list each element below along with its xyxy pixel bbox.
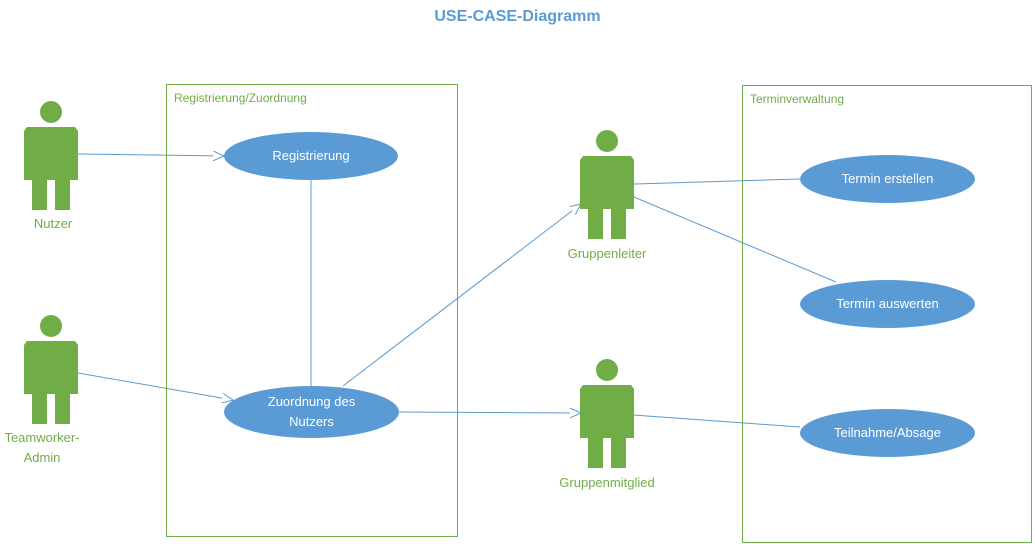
connector-gruppenleiter-to-termin_erstellen [633, 178, 801, 185]
actor-nutzer-icon[interactable] [24, 100, 78, 210]
connector-zuordnung-to-gruppenmitglied [398, 412, 581, 413]
usecase-label-teilnahme: Teilnahme/Absage [834, 425, 941, 440]
actor-teamworker-admin-icon[interactable] [24, 314, 78, 424]
system-boundary-registrierung: Registrierung/Zuordnung [166, 84, 458, 537]
actor-label-teamworker-admin: Teamworker-Admin [4, 430, 80, 465]
connector-gruppenleiter-to-termin_auswerten [633, 196, 837, 283]
usecase-label-termin-erstellen: Termin erstellen [841, 171, 934, 186]
usecase-label-registrierung: Registrierung [272, 148, 350, 163]
actor-gruppenleiter-icon[interactable] [580, 129, 634, 239]
usecase-teilnahme-absage[interactable]: Teilnahme/Absage [800, 409, 975, 457]
diagram-title: USE-CASE-Diagramm [434, 8, 601, 25]
usecase-registrierung[interactable]: Registrierung [224, 132, 398, 180]
usecase-termin-erstellen[interactable]: Termin erstellen [800, 155, 975, 203]
connector-gruppenmitglied-to-teilnahme [633, 414, 801, 428]
usecase-label-zuordnung: Zuordnung des Nutzers [267, 394, 356, 429]
boundary-label-terminverwaltung: Terminverwaltung [750, 92, 845, 106]
actor-label-gruppenmitglied: Gruppenmitglied [559, 475, 655, 490]
boundary-label-registrierung: Registrierung/Zuordnung [174, 91, 307, 105]
connector-nutzer-to-registrierung [77, 154, 224, 156]
connector-admin-to-zuordnung [77, 372, 233, 400]
actor-label-gruppenleiter: Gruppenleiter [567, 246, 647, 261]
usecase-label-termin-auswerten: Termin auswerten [836, 296, 939, 311]
actor-gruppenmitglied-icon[interactable] [580, 358, 634, 468]
system-boundary-terminverwaltung: Terminverwaltung [742, 85, 1032, 543]
usecase-zuordnung-des-nutzers[interactable]: Zuordnung des Nutzers [224, 386, 399, 438]
connector-zuordnung-to-gruppenleiter [342, 204, 581, 387]
usecase-termin-auswerten[interactable]: Termin auswerten [800, 280, 975, 328]
actor-label-nutzer: Nutzer [33, 216, 73, 231]
